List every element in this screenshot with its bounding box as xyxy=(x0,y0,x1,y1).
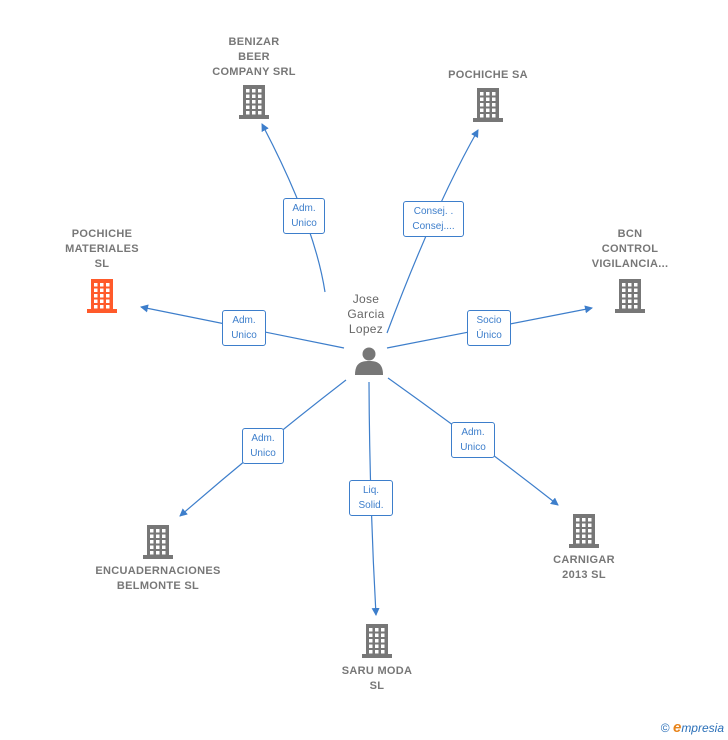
company-label-line: BELMONTE SL xyxy=(116,580,200,592)
edge-label-line: Socio xyxy=(476,315,502,326)
person-icon[interactable] xyxy=(355,347,383,376)
company-label-line: COMPANY SRL xyxy=(212,66,296,78)
company-label-benizar[interactable]: BENIZAR BEER COMPANY SRL xyxy=(194,35,314,80)
building-icon-saru-moda[interactable] xyxy=(362,624,392,658)
building-icon-encuadernaciones[interactable] xyxy=(143,525,173,559)
edge-label-line: Unico xyxy=(460,442,486,453)
edge-label-line: Adm. xyxy=(232,315,256,326)
edge-label-line: Adm. xyxy=(292,203,316,214)
edge-label-benizar[interactable]: Adm. Unico xyxy=(283,198,325,234)
company-label-bcn-control[interactable]: BCN CONTROL VIGILANCIA... xyxy=(575,227,685,272)
building-icon-benizar[interactable] xyxy=(239,85,269,119)
company-label-line: BCN xyxy=(617,228,643,240)
edge-label-line: Unico xyxy=(250,448,276,459)
edge-label-line: Liq. xyxy=(362,485,380,496)
edge-label-carnigar[interactable]: Adm. Unico xyxy=(451,422,495,458)
brand-logo-e: e xyxy=(672,719,682,736)
company-label-line: CONTROL xyxy=(601,243,659,255)
company-label-line: BENIZAR xyxy=(228,36,280,48)
person-label-line: Jose xyxy=(352,292,380,306)
edge-label-pochiche-sa[interactable]: Consej. . Consej.... xyxy=(403,201,464,237)
edge-label-line: Solid. xyxy=(358,500,384,511)
company-label-encuadernaciones[interactable]: ENCUADERNACIONES BELMONTE SL xyxy=(83,564,233,594)
building-icon-pochiche-materiales[interactable] xyxy=(87,279,117,313)
building-icon-bcn-control[interactable] xyxy=(615,279,645,313)
company-label-line: SL xyxy=(369,680,385,692)
edge-label-saru-moda[interactable]: Liq. Solid. xyxy=(349,480,393,516)
empresia-watermark[interactable]: © empresia xyxy=(661,719,724,736)
company-label-line: ENCUADERNACIONES xyxy=(95,565,221,577)
company-label-saru-moda[interactable]: SARU MODA SL xyxy=(322,664,432,694)
person-label-line: Garcia xyxy=(347,307,385,321)
company-label-line: VIGILANCIA... xyxy=(591,258,669,270)
edge-label-line: Consej. . xyxy=(413,206,454,217)
company-label-carnigar[interactable]: CARNIGAR 2013 SL xyxy=(529,553,639,583)
brand-logo-text: mpresia xyxy=(681,721,724,735)
company-label-line: MATERIALES xyxy=(65,243,139,255)
person-label-line: Lopez xyxy=(348,322,384,336)
building-icon-pochiche-sa[interactable] xyxy=(473,88,503,122)
company-label-line: BEER xyxy=(238,51,270,63)
company-label-line: SL xyxy=(94,258,110,270)
company-label-pochiche-materiales[interactable]: POCHICHE MATERIALES SL xyxy=(47,227,157,272)
edge-label-encuadernaciones[interactable]: Adm. Unico xyxy=(242,428,284,464)
nodes-layer xyxy=(87,85,645,658)
company-label-line: SARU MODA xyxy=(341,665,413,677)
edge-label-line: Consej.... xyxy=(412,221,455,232)
edge-label-line: Unico xyxy=(231,330,257,341)
company-label-line: POCHICHE xyxy=(71,228,133,240)
edge-label-line: Unico xyxy=(291,218,317,229)
company-label-line: CARNIGAR xyxy=(553,554,615,566)
company-label-pochiche-sa[interactable]: POCHICHE SA xyxy=(433,68,543,83)
building-icon-carnigar[interactable] xyxy=(569,514,599,548)
copyright-symbol: © xyxy=(660,721,670,735)
edge-label-line: Adm. xyxy=(461,427,485,438)
company-label-line: 2013 SL xyxy=(562,569,606,581)
edge-label-line: Adm. xyxy=(251,433,275,444)
edge-label-pochiche-materiales[interactable]: Adm. Unico xyxy=(222,310,266,346)
edge-label-line: Único xyxy=(476,330,502,341)
company-label-line: POCHICHE SA xyxy=(448,69,528,81)
